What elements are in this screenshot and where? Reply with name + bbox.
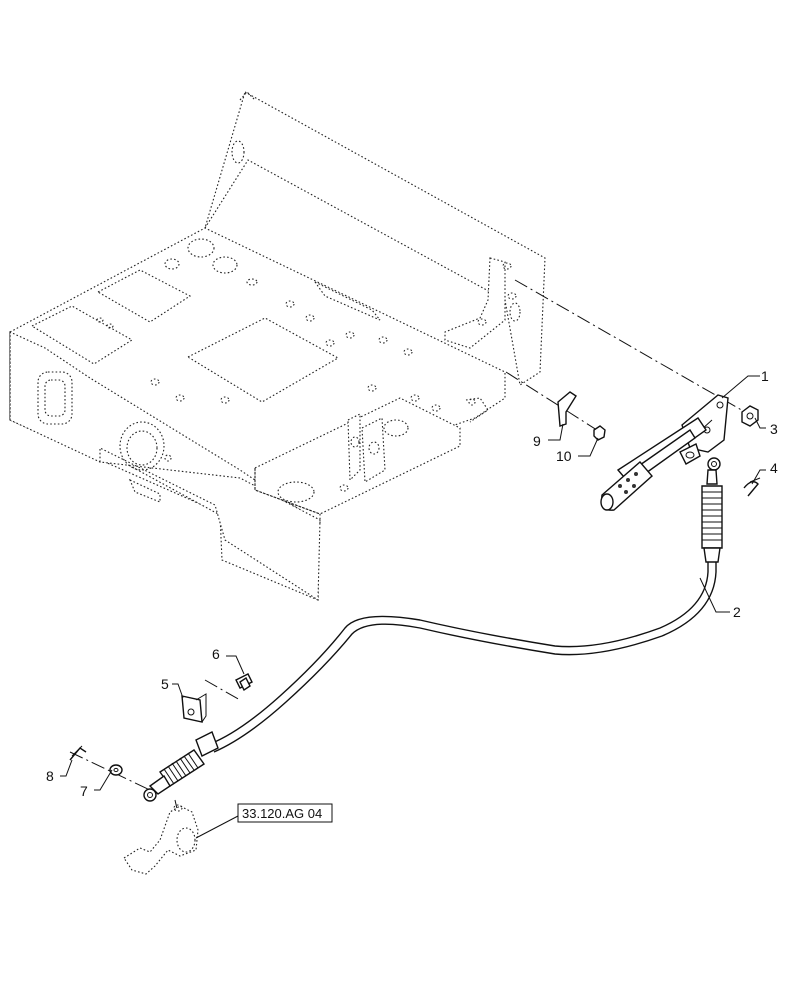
chassis-frame-icon bbox=[9, 91, 546, 601]
callout-10: 10 bbox=[556, 448, 572, 464]
brake-pedal-arm-icon bbox=[123, 804, 199, 875]
bolt-icon bbox=[235, 673, 253, 692]
nut-icon bbox=[741, 405, 759, 427]
callout-7: 7 bbox=[80, 783, 88, 799]
bracket-icon bbox=[557, 391, 577, 427]
callout-leaders bbox=[60, 375, 766, 839]
plate-bracket-icon bbox=[181, 693, 207, 723]
callout-9: 9 bbox=[533, 433, 541, 449]
reference-box[interactable]: 33.120.AG 04 bbox=[237, 803, 333, 823]
parking-brake-lever-icon bbox=[600, 394, 729, 511]
clip-pin-icon bbox=[743, 477, 761, 497]
brake-cable-icon bbox=[143, 457, 723, 802]
callout-8: 8 bbox=[46, 768, 54, 784]
callout-2: 2 bbox=[733, 604, 741, 620]
washer-icon bbox=[109, 764, 123, 776]
reference-label: 33.120.AG 04 bbox=[242, 806, 322, 821]
callout-3: 3 bbox=[770, 421, 778, 437]
callout-1: 1 bbox=[761, 368, 769, 384]
small-nut-icon bbox=[593, 425, 606, 441]
callout-4: 4 bbox=[770, 460, 778, 476]
cotter-pin-icon bbox=[69, 745, 87, 761]
callout-5: 5 bbox=[161, 676, 169, 692]
callout-6: 6 bbox=[212, 646, 220, 662]
